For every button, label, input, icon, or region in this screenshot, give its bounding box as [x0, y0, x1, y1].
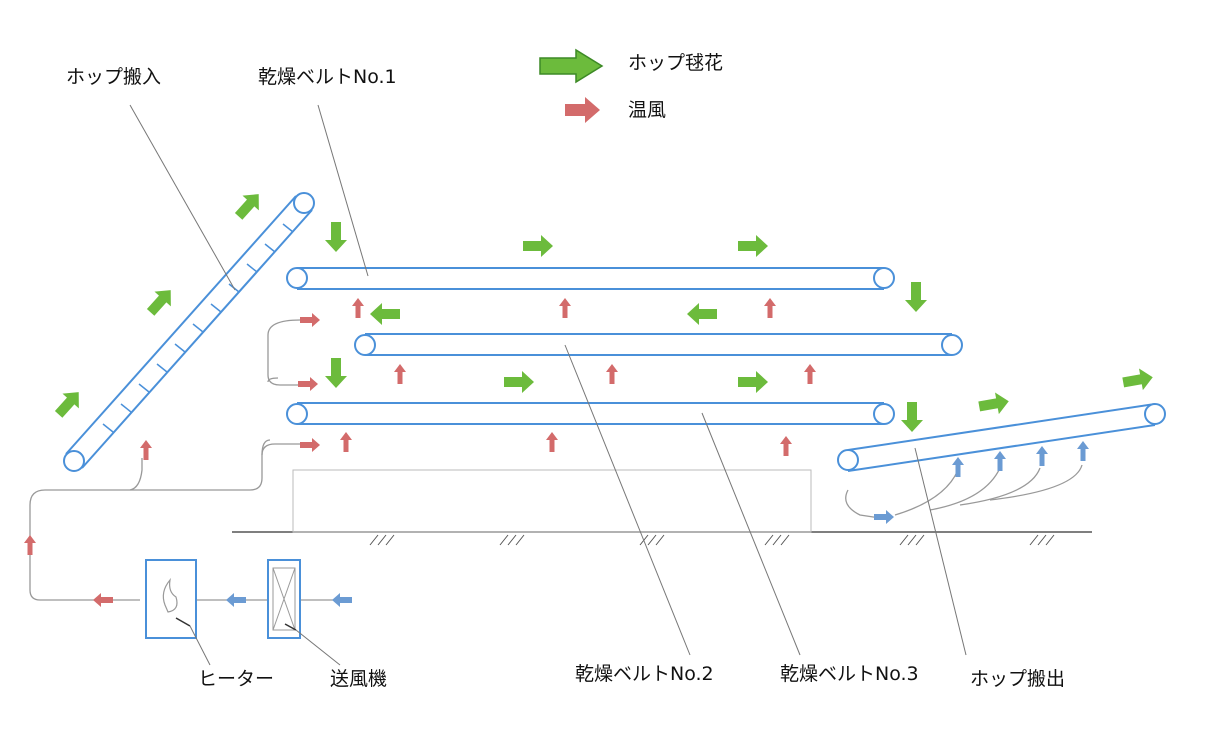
- label-belt-no3: 乾燥ベルトNo.3: [780, 663, 919, 685]
- hop-flow-arrow: [738, 235, 768, 257]
- blower-air-arrows: [226, 441, 1089, 607]
- warm-air-arrow: [559, 298, 571, 318]
- warm-air-arrow: [300, 438, 320, 452]
- warm-air-arrow: [394, 364, 406, 384]
- warm-air-arrow: [352, 298, 364, 318]
- hop-flow-arrow: [50, 384, 87, 422]
- warm-air-arrow: [780, 436, 792, 456]
- blower-air-arrow: [1036, 446, 1048, 466]
- warm-air-arrow: [24, 535, 36, 555]
- belt-no3: [286, 402, 895, 425]
- label-blower: 送風機: [330, 668, 388, 690]
- belt-hop-in: [63, 192, 315, 472]
- hop-flow-arrow: [523, 235, 553, 257]
- label-heater: ヒーター: [198, 668, 275, 690]
- warm-air-arrow: [140, 440, 152, 460]
- belt-no1: [286, 267, 895, 290]
- hop-flow-arrow: [687, 303, 717, 325]
- belt-no2: [354, 333, 963, 356]
- blower-air-arrow: [1077, 441, 1089, 461]
- warm-air-arrow: [606, 364, 618, 384]
- warm-air-arrows: [24, 298, 816, 607]
- hop-flow-arrow: [901, 402, 923, 432]
- hop-flow-arrow: [142, 282, 179, 320]
- label-hop-out: ホップ搬出: [970, 668, 1066, 690]
- warm-air-arrow: [764, 298, 776, 318]
- hop-flow-arrow: [738, 371, 768, 393]
- ground: [232, 531, 1092, 546]
- label-belt-no1: 乾燥ベルトNo.1: [258, 66, 397, 88]
- hop-flow-arrow: [905, 282, 927, 312]
- blower-air-arrow: [226, 593, 246, 607]
- leader-lines: [129, 104, 967, 666]
- warm-air-arrow: [300, 313, 320, 327]
- hop-flow-arrows: [50, 186, 1155, 432]
- hop-flow-arrow: [1121, 366, 1155, 394]
- hop-flow-arrow: [977, 390, 1011, 418]
- blower-air-arrow: [952, 457, 964, 477]
- hop-flow-arrow: [230, 186, 267, 224]
- hop-flow-arrow: [325, 358, 347, 388]
- blower-unit: [267, 559, 301, 639]
- machine-base: [292, 469, 812, 533]
- label-hop-in: ホップ搬入: [66, 66, 162, 88]
- warm-air-arrow: [298, 377, 318, 391]
- hop-flow-arrow: [370, 303, 400, 325]
- belt-hop-out: [837, 403, 1166, 472]
- hop-flow-arrow: [504, 371, 534, 393]
- blower-air-arrow: [332, 593, 352, 607]
- warm-air-arrow: [93, 593, 113, 607]
- blower-air-arrow: [874, 510, 894, 524]
- label-belt-no2: 乾燥ベルトNo.2: [575, 663, 714, 685]
- air-ducts: [29, 319, 1083, 601]
- heater-unit: [145, 559, 197, 639]
- legend-hop-label: ホップ毬花: [628, 52, 724, 74]
- legend-air-label: 温風: [628, 99, 667, 121]
- legend-air-arrow: [565, 97, 600, 123]
- blower-air-arrow: [994, 451, 1006, 471]
- warm-air-arrow: [546, 432, 558, 452]
- hop-flow-arrow: [325, 222, 347, 252]
- legend-hop-arrow: [539, 48, 604, 84]
- warm-air-arrow: [804, 364, 816, 384]
- warm-air-arrow: [340, 432, 352, 452]
